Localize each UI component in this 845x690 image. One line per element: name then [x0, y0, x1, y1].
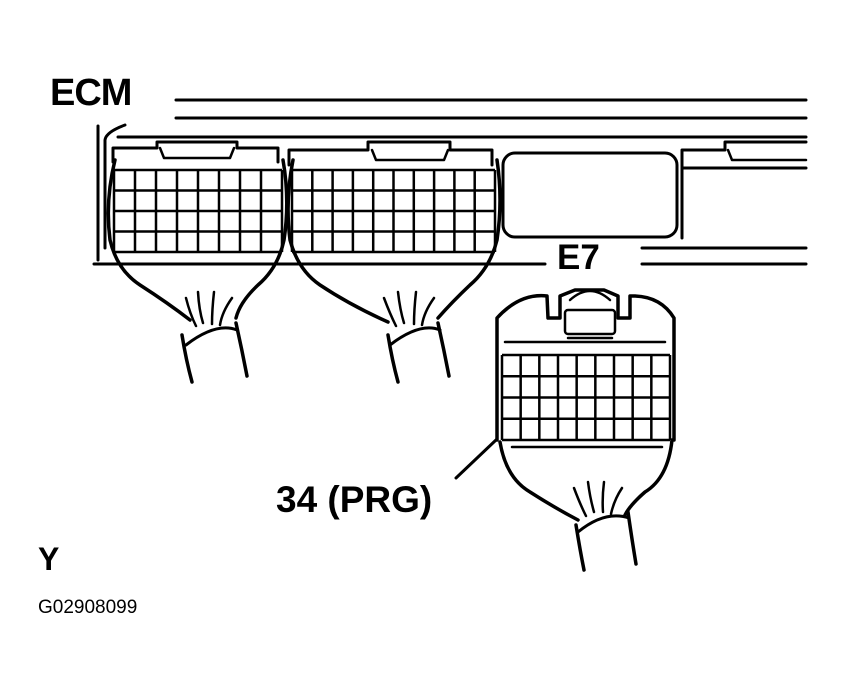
connector-e7-label: E7	[557, 238, 600, 277]
wire-harness-2	[382, 290, 451, 384]
e7-pin-grid	[500, 353, 672, 442]
ecm-label: ECM	[50, 72, 132, 114]
socket-1-pin-grid	[112, 168, 284, 254]
pin-34-leader-line	[454, 438, 498, 480]
socket-2-pin-grid	[290, 168, 497, 254]
pin-34-prg-label: 34 (PRG)	[276, 479, 433, 520]
ecm-socket-4	[680, 140, 808, 240]
figure-code: G02908099	[38, 597, 138, 618]
ecm-socket-2	[286, 140, 502, 324]
wire-harness-e7	[572, 480, 638, 572]
wire-harness-1	[180, 290, 249, 384]
ecm-housing	[92, 98, 808, 266]
view-direction-label: Y	[38, 541, 60, 577]
e7-connector	[495, 288, 676, 522]
ecm-empty-slot	[501, 151, 679, 239]
